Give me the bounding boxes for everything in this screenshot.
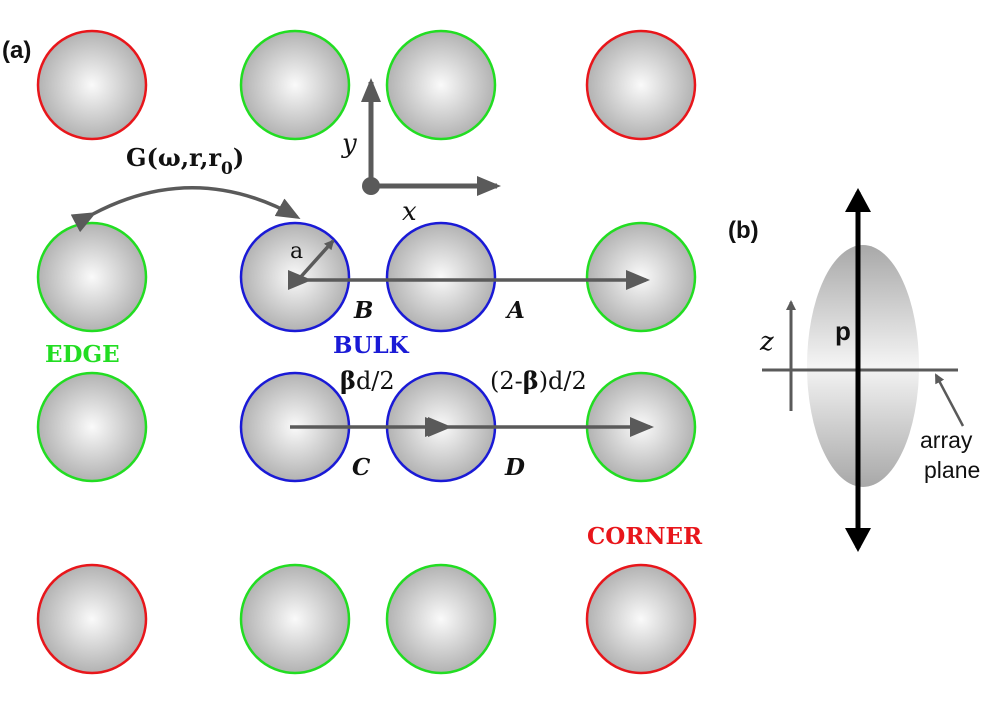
edge-sphere — [36, 221, 148, 333]
dipole-label: p — [835, 316, 851, 346]
bulk-sphere — [385, 221, 497, 333]
edge-sphere — [385, 563, 497, 675]
axis-z-label: z — [759, 327, 774, 357]
corner-sphere — [36, 563, 148, 675]
label-D: D — [504, 454, 525, 481]
panel-a-label: (a) — [2, 37, 31, 64]
array-plane-pointer — [934, 373, 965, 427]
edge-sphere — [239, 29, 351, 141]
radius-label: a — [290, 239, 303, 264]
corner-sphere — [36, 29, 148, 141]
edge-label: EDGE — [45, 341, 120, 368]
green-function-arrow: G(ω,r,r0) — [70, 143, 301, 233]
axis-x-label: x — [402, 197, 417, 227]
array-label-line2: plane — [924, 457, 980, 483]
dipole-ellipsoid — [807, 245, 919, 487]
beta-d-label: βd/2 — [340, 366, 395, 395]
dipole-panel: z p array plane — [759, 188, 980, 552]
edge-sphere — [36, 371, 148, 483]
axis-y-label: y — [341, 129, 357, 159]
panel-b-label: (b) — [728, 217, 759, 244]
bulk-label: BULK — [333, 332, 410, 359]
label-B: B — [353, 297, 373, 324]
xy-axes: x y — [341, 78, 501, 227]
edge-sphere — [239, 563, 351, 675]
label-C: C — [352, 454, 371, 481]
label-A: A — [505, 297, 525, 324]
corner-label: CORNER — [587, 523, 703, 550]
edge-sphere — [385, 29, 497, 141]
green-function-label: G(ω,r,r0) — [126, 143, 244, 179]
corner-sphere — [585, 563, 697, 675]
axis-origin — [362, 177, 380, 195]
two-minus-beta-label: (2-β)d/2 — [490, 366, 587, 395]
edge-sphere — [585, 221, 697, 333]
array-label-line1: array — [920, 427, 973, 453]
corner-sphere — [585, 29, 697, 141]
